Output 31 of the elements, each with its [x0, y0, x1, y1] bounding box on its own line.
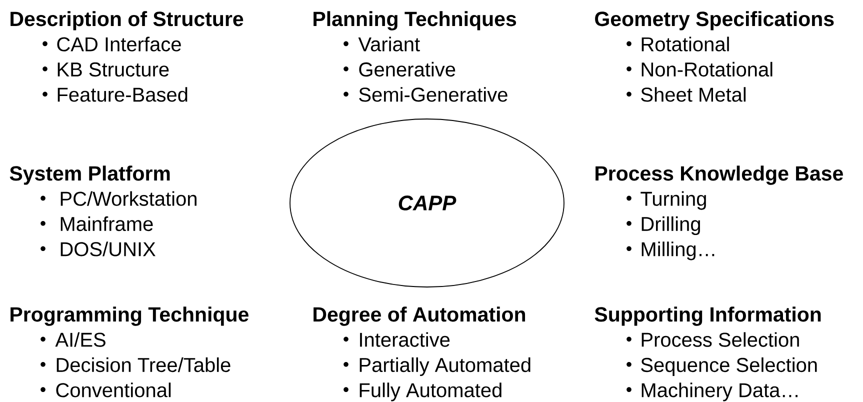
list-item: Partially Automated: [360, 357, 530, 376]
list-item: Non-Rotational: [642, 62, 772, 77]
list-item: Variant: [358, 36, 420, 52]
heading: System Platform: [10, 166, 170, 185]
list-item: Drilling: [642, 216, 700, 236]
heading: Planning Techniques: [314, 11, 516, 30]
list-item: DOS/UNIX: [60, 242, 156, 256]
list-item: Fully Automated: [360, 382, 502, 402]
list-item: Machinery Data…: [642, 382, 798, 402]
list-item: Interactive: [360, 332, 450, 347]
list-item: Milling…: [642, 242, 714, 260]
heading: Supporting Information: [594, 306, 821, 326]
list-item: KB Structure: [58, 62, 169, 77]
heading: Geometry Specifications: [595, 11, 834, 30]
list-item: Process Selection: [642, 332, 799, 347]
heading: Programming Technique: [10, 306, 248, 326]
list-item: Rotational: [642, 36, 729, 52]
list-item: Turning: [640, 191, 706, 210]
heading: Process Knowledge Base: [596, 166, 843, 185]
list-item: Decision Tree/Table: [56, 357, 230, 372]
list-item: Mainframe: [60, 216, 153, 232]
heading: Description of Structure: [10, 11, 244, 30]
list-item: Sheet Metal: [641, 87, 746, 102]
heading: Degree of Automation: [314, 306, 526, 326]
list-item: Feature-Based: [58, 87, 188, 102]
list-item: AI/ES: [55, 332, 106, 347]
list-item: Sequence Selection: [641, 357, 817, 376]
list-item: PC/Workstation: [60, 191, 196, 206]
list-item: Generative: [359, 62, 456, 77]
list-item: CAD Interface: [57, 36, 181, 52]
list-item: Conventional: [56, 382, 171, 398]
